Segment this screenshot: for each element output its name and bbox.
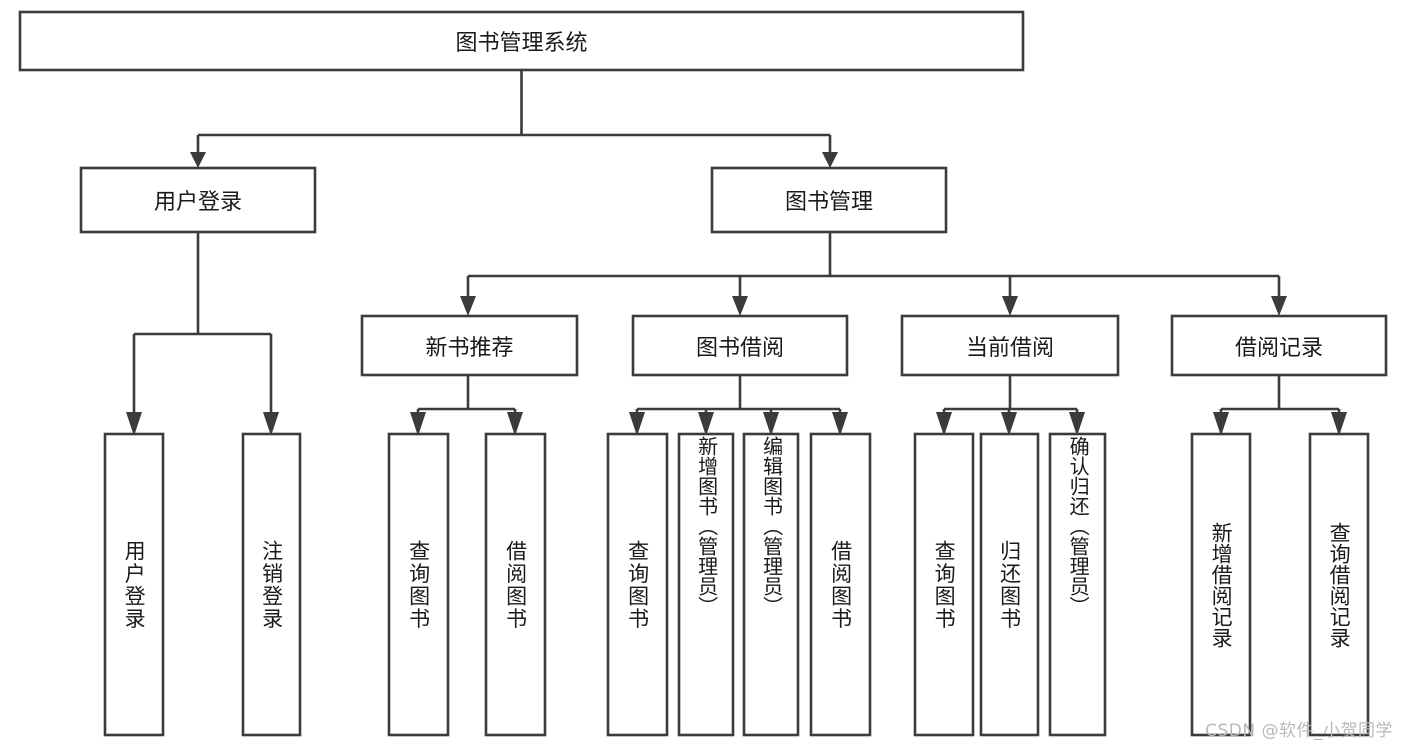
arrowhead-leaf-confirm-return bbox=[1069, 412, 1085, 436]
arrowhead-book-manage bbox=[822, 152, 838, 168]
node-box-book-manage[interactable] bbox=[710, 166, 948, 234]
arrowhead-leaf-user-login bbox=[126, 412, 142, 436]
node-box-leaf-return-book[interactable] bbox=[979, 432, 1040, 737]
node-box-book-borrow[interactable] bbox=[631, 314, 849, 377]
node-box-leaf-query-book-3[interactable] bbox=[913, 432, 975, 737]
arrowhead-leaf-add-record bbox=[1213, 412, 1229, 436]
node-box-leaf-user-login[interactable] bbox=[103, 432, 165, 737]
node-box-new-book-rec[interactable] bbox=[360, 314, 579, 377]
arrowhead-book-borrow bbox=[732, 296, 748, 316]
arrowhead-borrow-record bbox=[1271, 296, 1287, 316]
node-box-leaf-confirm-return[interactable] bbox=[1048, 432, 1107, 737]
node-box-leaf-edit-book[interactable] bbox=[742, 432, 800, 737]
arrowhead-new-book-rec bbox=[460, 296, 476, 316]
arrowhead-leaf-edit-book bbox=[763, 412, 779, 436]
node-box-leaf-add-book[interactable] bbox=[677, 432, 735, 737]
arrowhead-leaf-add-book bbox=[698, 412, 714, 436]
node-box-leaf-query-book-1[interactable] bbox=[387, 432, 450, 737]
arrowhead-leaf-return-book bbox=[1001, 412, 1017, 436]
arrowhead-leaf-logout bbox=[263, 412, 279, 436]
node-box-leaf-logout[interactable] bbox=[241, 432, 302, 737]
node-box-leaf-add-record[interactable] bbox=[1190, 432, 1252, 737]
node-box-leaf-query-book-2[interactable] bbox=[606, 432, 669, 737]
node-box-leaf-borrow-book-2[interactable] bbox=[809, 432, 872, 737]
node-box-root[interactable] bbox=[18, 10, 1025, 72]
arrowhead-user-login bbox=[190, 152, 206, 168]
connector-group bbox=[126, 70, 1347, 436]
arrowhead-leaf-query-record bbox=[1331, 412, 1347, 436]
node-box-group bbox=[18, 10, 1388, 737]
arrowhead-leaf-query-book-3 bbox=[936, 412, 952, 436]
arrowhead-leaf-borrow-book-1 bbox=[507, 412, 523, 436]
node-box-leaf-borrow-book-1[interactable] bbox=[484, 432, 547, 737]
csdn-watermark: CSDN @软件_小贺同学 bbox=[1205, 721, 1393, 741]
node-box-current-borrow[interactable] bbox=[900, 314, 1120, 377]
arrowhead-leaf-borrow-book-2 bbox=[832, 412, 848, 436]
arrowhead-current-borrow bbox=[1002, 296, 1018, 316]
arrowhead-leaf-query-book-2 bbox=[629, 412, 645, 436]
arrowhead-leaf-query-book-1 bbox=[410, 412, 426, 436]
node-box-user-login[interactable] bbox=[79, 166, 317, 234]
node-box-borrow-record[interactable] bbox=[1170, 314, 1388, 377]
node-box-leaf-query-record[interactable] bbox=[1308, 432, 1370, 737]
